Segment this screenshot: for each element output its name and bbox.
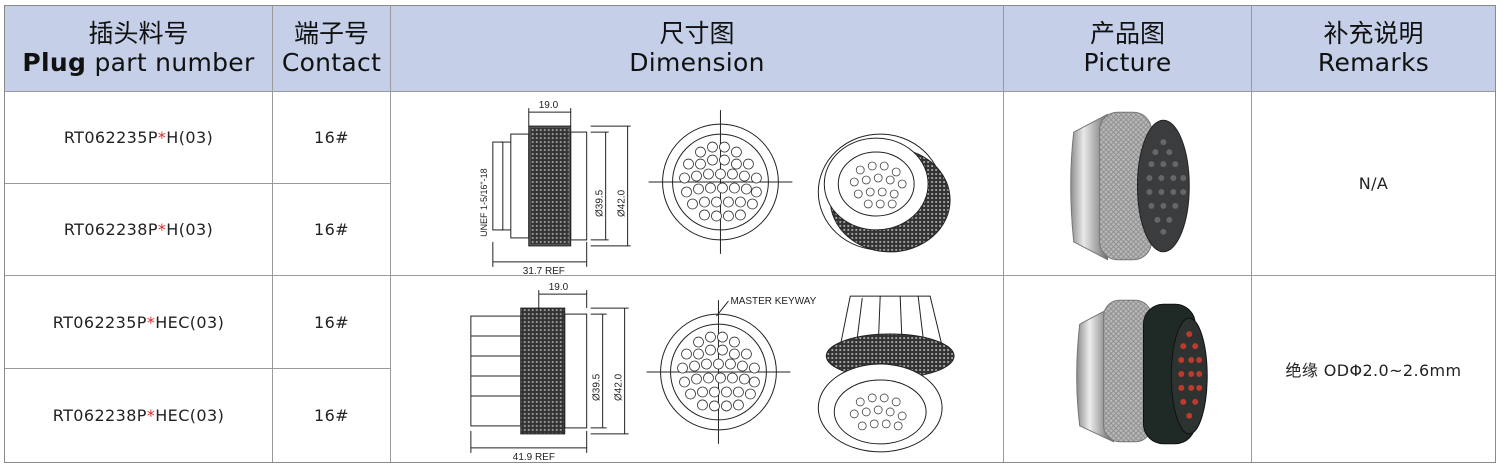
dim-d2-label: Ø42.0 xyxy=(614,373,625,401)
part-number-cell: RT062235P*HEC(03) xyxy=(5,276,273,369)
header-contact: 端子号 Contact xyxy=(273,6,391,92)
header-dimension: 尺寸图 Dimension xyxy=(391,6,1004,92)
dim-d1-label: Ø39.5 xyxy=(595,189,606,217)
product-picture-hec xyxy=(1004,276,1252,462)
dimension-drawing-hec: 19.0 41.9 REF Ø39.5 Ø42.0 MASTER KEYWAY xyxy=(391,276,1004,462)
part-number-cell: RT062235P*H(03) xyxy=(5,92,273,184)
header-remarks-zh: 补充说明 xyxy=(1323,18,1424,48)
header-dimension-zh: 尺寸图 xyxy=(659,18,735,48)
dimension-drawing-h-svg: 19.0 31.7 REF Ø39.5 Ø42.0 UNEF 1-5/16"-1… xyxy=(479,100,951,276)
master-keyway-label: MASTER KEYWAY xyxy=(730,296,816,307)
header-picture-zh: 产品图 xyxy=(1089,18,1165,48)
part-number-cell: RT062238P*HEC(03) xyxy=(5,369,273,462)
dim-bottom-label: 31.7 REF xyxy=(523,265,565,275)
header-contact-en: Contact xyxy=(281,47,382,77)
dimension-drawing-h: 19.0 31.7 REF Ø39.5 Ø42.0 UNEF 1-5/16"-1… xyxy=(391,92,1004,276)
product-picture-h xyxy=(1004,92,1252,276)
header-plug-en: Plug part number xyxy=(22,47,255,77)
dim-top-label: 19.0 xyxy=(539,100,559,111)
dim-d2-label: Ø42.0 xyxy=(617,189,628,217)
dim-top-label: 19.0 xyxy=(549,282,569,293)
contact-cell: 16# xyxy=(273,276,391,369)
contact-cell: 16# xyxy=(273,369,391,462)
header-plug-part-number: 插头料号 Plug part number xyxy=(5,6,273,92)
dim-d1-label: Ø39.5 xyxy=(592,373,603,401)
product-photo-h xyxy=(1070,111,1190,261)
contact-cell: 16# xyxy=(273,92,391,184)
remark-cell: 绝缘 ODΦ2.0~2.6mm xyxy=(1285,361,1462,380)
dim-bottom-label: 41.9 REF xyxy=(513,452,555,462)
header-contact-zh: 端子号 xyxy=(293,18,369,48)
contact-pin-grid xyxy=(679,141,762,221)
dimension-drawing-hec-svg: 19.0 41.9 REF Ø39.5 Ø42.0 MASTER KEYWAY xyxy=(470,282,955,462)
header-picture-en: Picture xyxy=(1083,47,1172,77)
remark-cell: N/A xyxy=(1252,92,1495,276)
header-plug-zh: 插头料号 xyxy=(88,18,189,48)
header-picture: 产品图 Picture xyxy=(1004,6,1252,92)
part-number-cell: RT062238P*H(03) xyxy=(5,184,273,276)
header-remarks-en: Remarks xyxy=(1317,47,1430,77)
header-dimension-en: Dimension xyxy=(629,47,765,77)
contact-cell: 16# xyxy=(273,184,391,276)
connector-spec-table: 插头料号 Plug part number 端子号 Contact 尺寸图 Di… xyxy=(4,5,1496,463)
dim-thread-label: UNEF 1-5/16"-18 xyxy=(479,168,489,236)
product-photo-hec xyxy=(1076,299,1208,445)
header-remarks: 补充说明 Remarks xyxy=(1252,6,1495,92)
